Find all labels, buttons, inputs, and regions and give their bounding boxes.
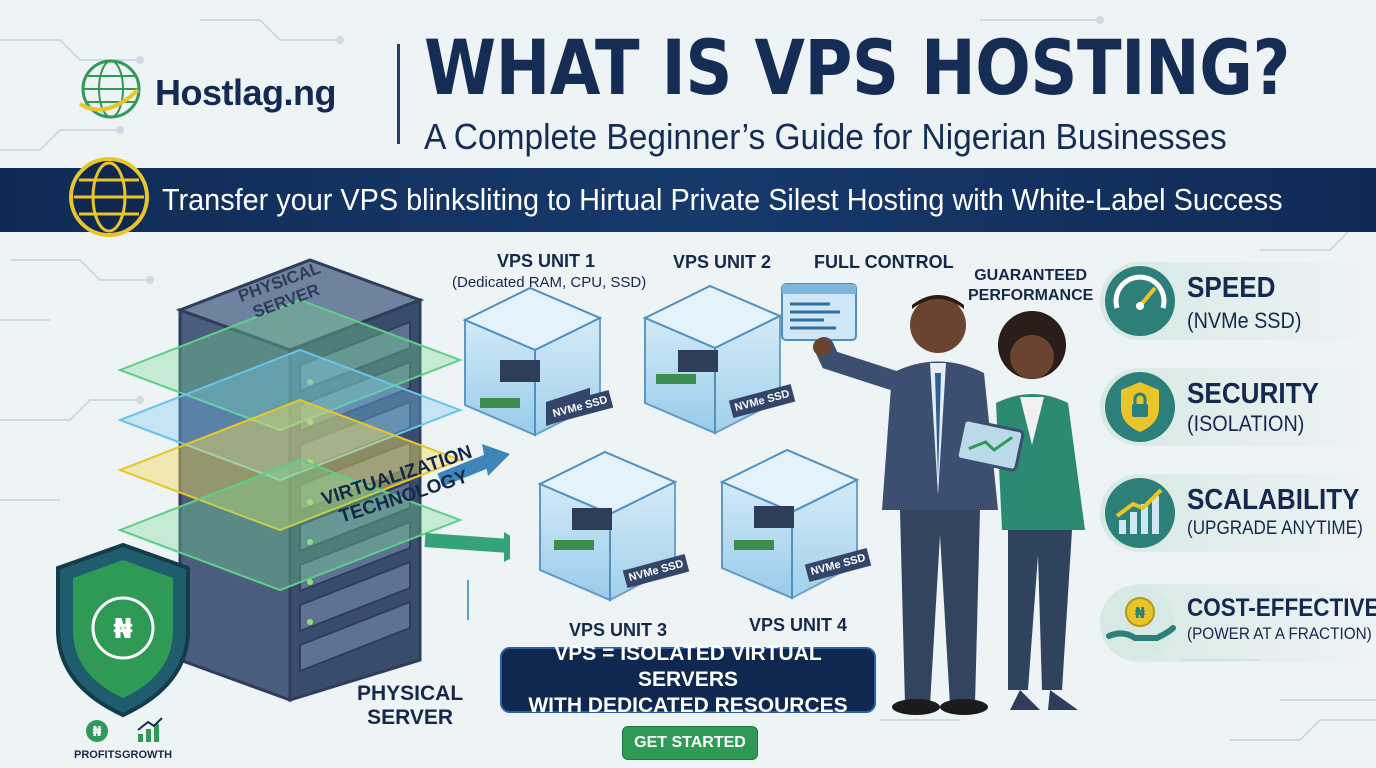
growth-label: GROWTH (122, 749, 173, 761)
globe-logo-icon (78, 59, 141, 119)
summary-line-1: VPS = ISOLATED VIRTUAL SERVERS (554, 642, 822, 691)
svg-text:₦: ₦ (113, 612, 132, 645)
speedometer-icon (1105, 266, 1175, 336)
business-people-illustration (813, 295, 1085, 715)
page-subtitle: A Complete Beginner’s Guide for Nigerian… (424, 116, 1227, 157)
summary-box: VPS = ISOLATED VIRTUAL SERVERS WITH DEDI… (500, 642, 876, 717)
naira-shield-icon: ₦ (56, 542, 190, 718)
feature-speed-title: SPEED (1187, 272, 1276, 304)
vps-unit-1-sub: (Dedicated RAM, CPU, SSD) (452, 274, 647, 291)
naira-coin-hand-icon: ₦ (1105, 588, 1176, 658)
page-title: WHAT IS VPS HOSTING? (424, 23, 1291, 112)
svg-text:₦: ₦ (1135, 604, 1146, 622)
svg-text:₦: ₦ (92, 725, 101, 740)
banner-bar (0, 168, 1376, 232)
summary-line-2: WITH DEDICATED RESOURCES (528, 694, 848, 717)
brand-name: Hostlag.ng (155, 72, 337, 113)
banner-text: Transfer your VPS blinksliting to Hirtua… (162, 182, 1283, 217)
vps-unit-2-label: VPS UNIT 2 (673, 252, 772, 272)
globe-banner-icon (69, 157, 149, 237)
full-control-label: FULL CONTROL (814, 252, 954, 272)
shield-lock-icon (1105, 372, 1175, 442)
feature-cost-title: COST-EFFECTIVE (1187, 594, 1376, 622)
vps-unit-4-label: VPS UNIT 4 (749, 615, 848, 635)
feature-scalability-title: SCALABILITY (1187, 484, 1360, 516)
profits-label: PROFITS (74, 749, 122, 761)
growth-bars-icon (137, 717, 163, 742)
feature-security-sub: (ISOLATION) (1187, 411, 1305, 436)
feature-speed-sub: (NVMe SSD) (1187, 308, 1302, 333)
header-divider (397, 44, 400, 144)
physical-server-illustration (117, 258, 510, 703)
feature-scalability-sub: (UPGRADE ANYTIME) (1187, 518, 1363, 539)
feature-security-title: SECURITY (1187, 378, 1319, 410)
get-started-button[interactable]: GET STARTED (622, 726, 758, 760)
naira-coin-icon: ₦ (86, 720, 108, 742)
growth-chart-icon (1105, 478, 1175, 548)
vps-unit-3-label: VPS UNIT 3 (569, 620, 668, 640)
vps-unit-1-label: VPS UNIT 1 (497, 251, 596, 271)
feature-cost-sub: (POWER AT A FRACTION) (1187, 624, 1372, 643)
code-panel-icon (781, 283, 857, 341)
